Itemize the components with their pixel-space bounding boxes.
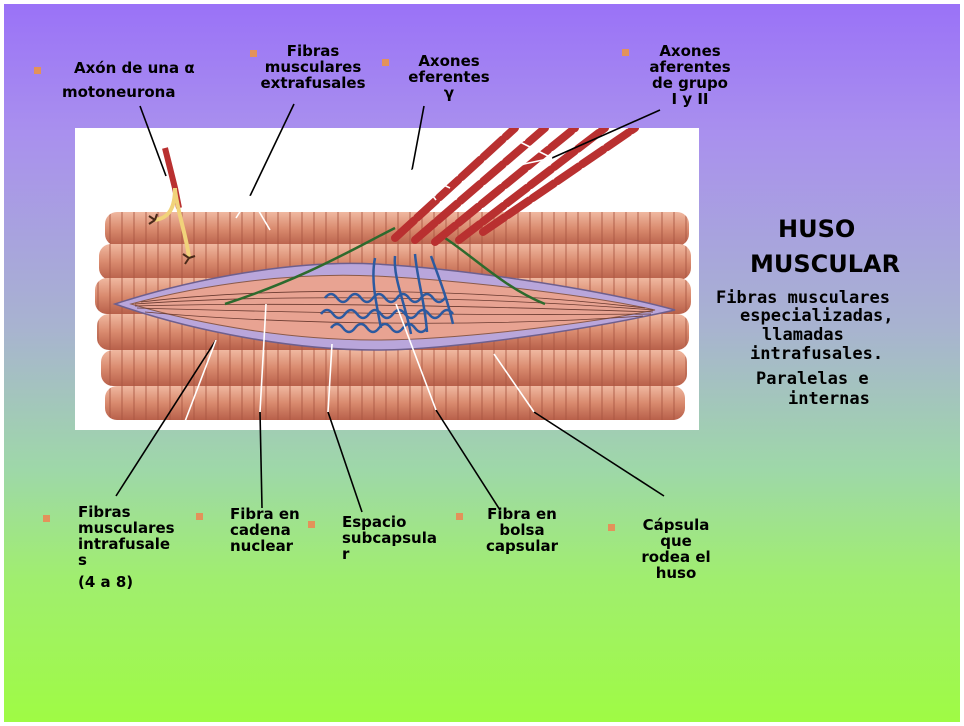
- bullet: [608, 524, 615, 531]
- label-line: Fibra en: [472, 506, 572, 522]
- label-line: Axones: [640, 43, 740, 59]
- description-line-2: especializadas,: [740, 307, 894, 325]
- description-line-1: Fibras musculares: [716, 289, 890, 307]
- label-line: musculares: [78, 520, 198, 536]
- label-line: aferentes: [640, 59, 740, 75]
- label-intrafusal: Fibras musculares intrafusale s (4 a 8): [78, 504, 198, 590]
- label-line: Axón de una α: [74, 60, 224, 76]
- label-line: que: [626, 533, 726, 549]
- description-line-3: llamadas: [762, 326, 844, 344]
- bullet: [308, 521, 315, 528]
- label-subcapsular: Espacio subcapsula r: [342, 514, 442, 562]
- label-line: (4 a 8): [78, 574, 198, 590]
- label-afferent-axons: Axones aferentes de grupo I y II: [640, 43, 740, 107]
- label-line: de grupo: [640, 75, 740, 91]
- label-line: I y II: [640, 91, 740, 107]
- bullet: [456, 513, 463, 520]
- description-line-4: intrafusales.: [750, 345, 883, 363]
- label-extrafusal: Fibras musculares extrafusales: [248, 43, 378, 91]
- label-line: eferentes: [394, 69, 504, 85]
- label-line: musculares: [248, 59, 378, 75]
- label-line: motoneurona: [62, 84, 212, 100]
- label-line: intrafusale: [78, 536, 198, 552]
- label-line: s: [78, 552, 198, 568]
- label-line: Espacio: [342, 514, 442, 530]
- bullet: [196, 513, 203, 520]
- label-line: rodea el: [626, 549, 726, 565]
- label-alpha-axon-2: motoneurona: [62, 84, 212, 100]
- label-line: Cápsula: [626, 517, 726, 533]
- slide: Axón de una α motoneurona Fibras muscula…: [4, 4, 960, 722]
- label-line: capsular: [472, 538, 572, 554]
- description-line-6: internas: [788, 390, 870, 408]
- label-line: nuclear: [230, 538, 330, 554]
- label-line: γ: [394, 85, 504, 101]
- label-nuclear-chain: Fibra en cadena nuclear: [230, 506, 330, 554]
- label-line: huso: [626, 565, 726, 581]
- label-nuclear-bag: Fibra en bolsa capsular: [472, 506, 572, 554]
- label-line: subcapsula: [342, 530, 442, 546]
- label-alpha-axon: Axón de una α: [74, 60, 224, 76]
- label-line: Fibras: [248, 43, 378, 59]
- title-line-1: HUSO: [778, 216, 855, 242]
- label-line: Axones: [394, 53, 504, 69]
- label-capsule: Cápsula que rodea el huso: [626, 517, 726, 581]
- title-line-2: MUSCULAR: [750, 251, 900, 277]
- label-line: Fibra en: [230, 506, 330, 522]
- label-efferent-axons: Axones eferentes γ: [394, 53, 504, 101]
- bullet: [43, 515, 50, 522]
- label-line: Fibras: [78, 504, 198, 520]
- label-line: cadena: [230, 522, 330, 538]
- bullet: [34, 67, 41, 74]
- label-line: bolsa: [472, 522, 572, 538]
- label-line: r: [342, 546, 442, 562]
- bullet: [622, 49, 629, 56]
- bullet: [382, 59, 389, 66]
- description-line-5: Paralelas e: [756, 370, 869, 388]
- label-line: extrafusales: [248, 75, 378, 91]
